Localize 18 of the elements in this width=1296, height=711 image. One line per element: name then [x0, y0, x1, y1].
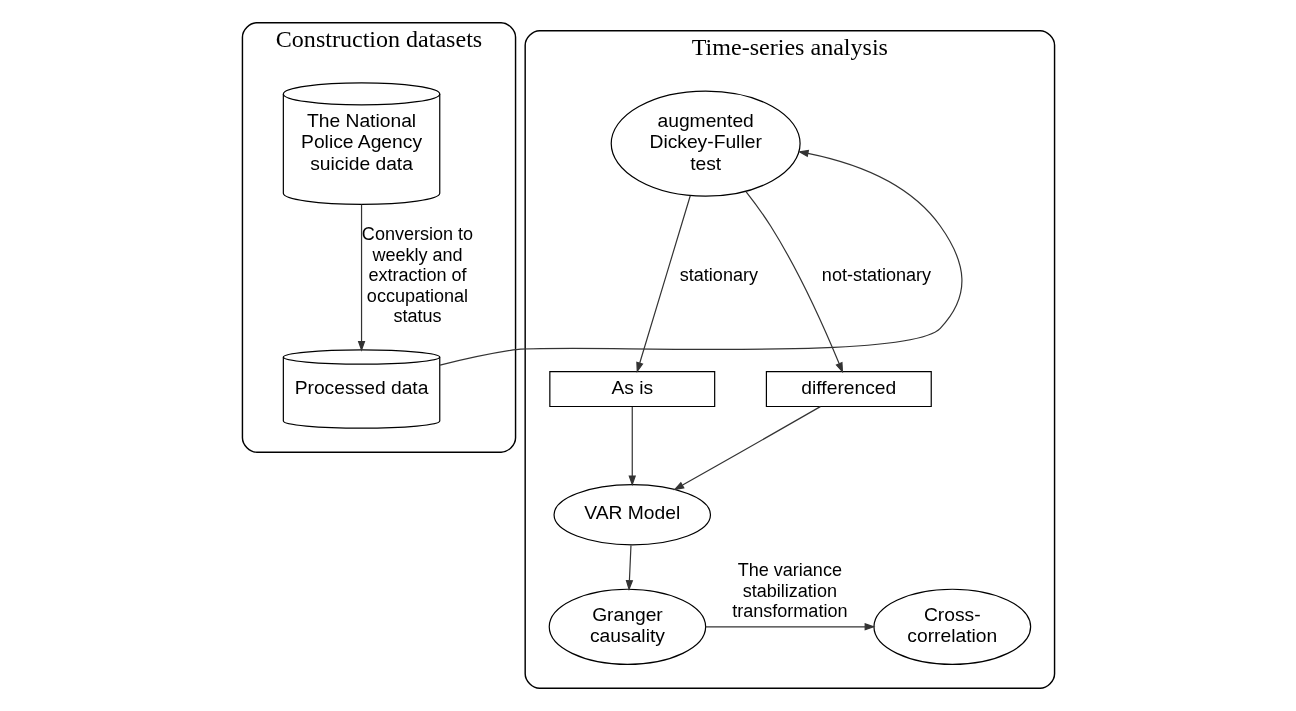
arrow [744, 191, 843, 374]
arrow [438, 149, 962, 366]
node-ellipse: Cross-correlation [872, 588, 1031, 665]
arrow [704, 623, 875, 631]
arrow [635, 195, 691, 373]
node-ellipse: augmented Dickey-Fuller test [610, 90, 801, 197]
edge-label: not-stationary [821, 265, 931, 286]
node-box: differenced [765, 371, 932, 408]
arrow [625, 544, 633, 591]
edge-label: stationary [679, 265, 758, 286]
node-ellipse: VAR Model [552, 484, 711, 546]
arrow [672, 406, 821, 491]
node-ellipse: Granger causality [548, 588, 706, 665]
edge-label: The variance stabilization transformation [731, 560, 847, 622]
arrow [627, 406, 636, 487]
arrow [357, 204, 365, 352]
node-box: As is [548, 371, 715, 408]
edge-label: Conversion to weekly and extraction of occupational status [361, 224, 473, 327]
